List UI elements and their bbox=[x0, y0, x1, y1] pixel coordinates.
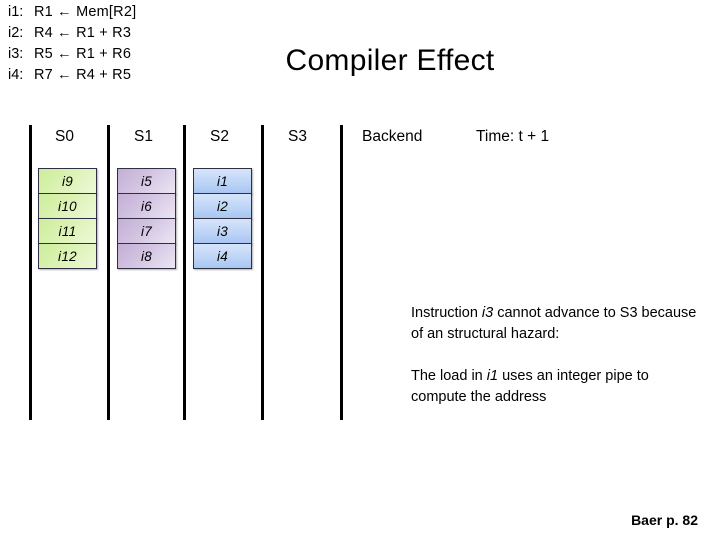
instruction-label: i1: bbox=[8, 4, 24, 20]
explanation-paragraph-1: Instruction i3 cannot advance to S3 beca… bbox=[411, 303, 701, 345]
instruction-text: R1 ← Mem[R2] bbox=[34, 4, 137, 20]
stage-divider-4 bbox=[340, 125, 343, 420]
explanation-block: Instruction i3 cannot advance to S3 beca… bbox=[411, 303, 701, 408]
instruction-row: i1: R1 ← Mem[R2] bbox=[8, 4, 228, 25]
instruction-box: i5 bbox=[117, 168, 176, 194]
explanation-text-pre: The load in bbox=[411, 368, 487, 384]
instruction-text: R7 ← R4 + R5 bbox=[34, 67, 132, 83]
instruction-box: i11 bbox=[38, 218, 97, 244]
stage-header-time: Time: t + 1 bbox=[476, 128, 550, 145]
instruction-box: i12 bbox=[38, 243, 97, 269]
instruction-text: R4 ← R1 + R3 bbox=[34, 25, 132, 41]
instruction-row: i4: R7 ← R4 + R5 bbox=[8, 67, 228, 88]
stage-header-backend: Backend bbox=[362, 128, 423, 145]
explanation-emphasis: i1 bbox=[486, 368, 499, 384]
stage-header-s2: S2 bbox=[210, 128, 229, 145]
stage-header-s1: S1 bbox=[134, 128, 153, 145]
page-title: Compiler Effect bbox=[285, 44, 495, 77]
instruction-box: i1 bbox=[193, 168, 252, 194]
instruction-box: i2 bbox=[193, 193, 252, 219]
instruction-box: i9 bbox=[38, 168, 97, 194]
stage-divider-0 bbox=[29, 125, 32, 420]
explanation-text-post: uses an integer pipe to compute the addr… bbox=[411, 368, 649, 405]
stage-divider-2 bbox=[183, 125, 186, 420]
instruction-list: i1: R1 ← Mem[R2] i2: R4 ← R1 + R3 i3: R5… bbox=[8, 4, 228, 88]
stage-column-s1: i5 i6 i7 i8 bbox=[117, 168, 176, 269]
stage-header-s3: S3 bbox=[288, 128, 307, 145]
explanation-paragraph-2: The load in i1 uses an integer pipe to c… bbox=[411, 366, 701, 408]
stage-header-s0: S0 bbox=[55, 128, 74, 145]
instruction-label: i4: bbox=[8, 67, 24, 83]
explanation-text-pre: Instruction bbox=[411, 305, 482, 321]
instruction-box: i6 bbox=[117, 193, 176, 219]
instruction-box: i8 bbox=[117, 243, 176, 269]
stage-divider-3 bbox=[261, 125, 264, 420]
stage-divider-1 bbox=[107, 125, 110, 420]
stage-column-s2: i1 i2 i3 i4 bbox=[193, 168, 252, 269]
footer-credit: Baer p. 82 bbox=[631, 512, 698, 528]
instruction-box: i4 bbox=[193, 243, 252, 269]
instruction-box: i3 bbox=[193, 218, 252, 244]
instruction-row: i3: R5 ← R1 + R6 bbox=[8, 46, 228, 67]
instruction-label: i2: bbox=[8, 25, 24, 41]
instruction-row: i2: R4 ← R1 + R3 bbox=[8, 25, 228, 46]
instruction-text: R5 ← R1 + R6 bbox=[34, 46, 132, 62]
instruction-label: i3: bbox=[8, 46, 24, 62]
stage-column-s0: i9 i10 i11 i12 bbox=[38, 168, 97, 269]
explanation-text-post: cannot advance to S3 because of an struc… bbox=[411, 305, 697, 342]
instruction-box: i7 bbox=[117, 218, 176, 244]
explanation-emphasis: i3 bbox=[481, 305, 494, 321]
instruction-box: i10 bbox=[38, 193, 97, 219]
